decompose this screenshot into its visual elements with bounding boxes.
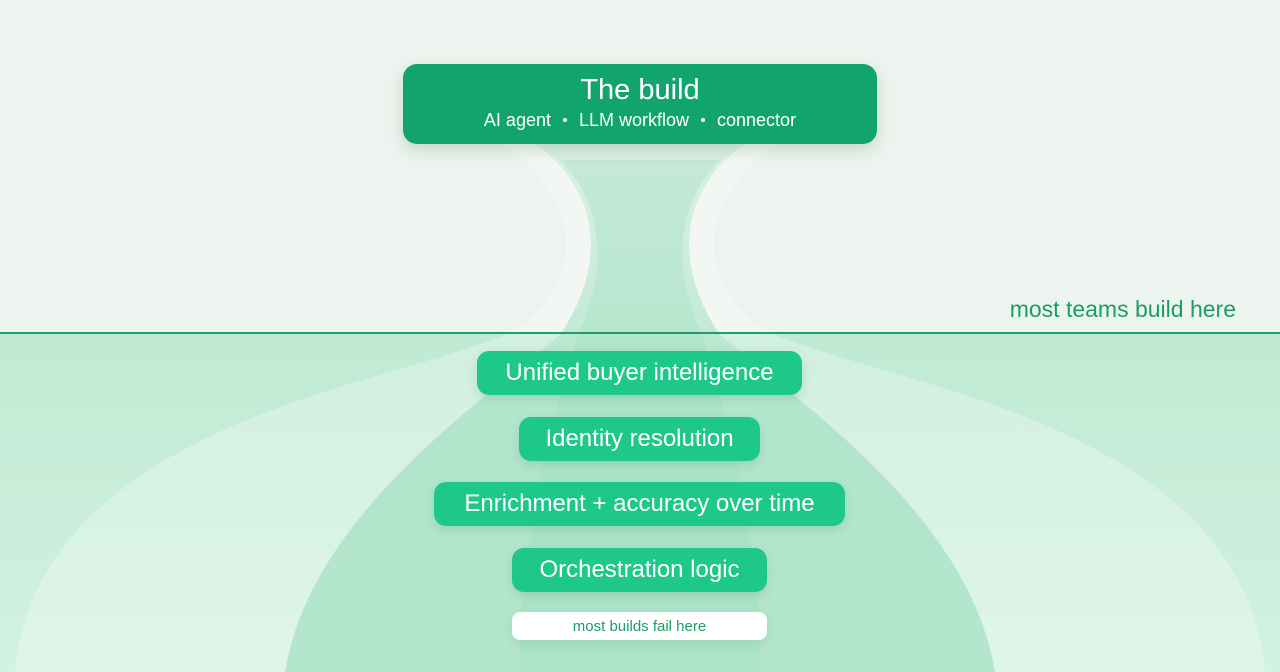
- layer-unified-buyer-intelligence: Unified buyer intelligence: [477, 351, 802, 395]
- layer-enrichment-accuracy: Enrichment + accuracy over time: [434, 482, 845, 526]
- fail-badge: most builds fail here: [512, 612, 767, 640]
- layer-orchestration-logic: Orchestration logic: [512, 548, 767, 592]
- build-card: The build AI agent LLM workflow connecto…: [403, 64, 877, 144]
- funnel-core-shape: [520, 160, 760, 672]
- funnel-stem-shape: [285, 134, 995, 672]
- threshold-label: most teams build here: [1009, 296, 1236, 322]
- separator-dot: [701, 118, 706, 122]
- threshold-line: [0, 332, 1280, 334]
- build-item-llm-workflow: LLM workflow: [578, 110, 690, 130]
- layer-identity-resolution: Identity resolution: [519, 417, 760, 461]
- separator-dot: [562, 118, 567, 122]
- build-title: The build: [580, 74, 700, 106]
- build-subtitle: AI agent LLM workflow connector: [484, 109, 796, 131]
- build-item-connector: connector: [717, 110, 797, 130]
- build-item-ai-agent: AI agent: [483, 110, 551, 130]
